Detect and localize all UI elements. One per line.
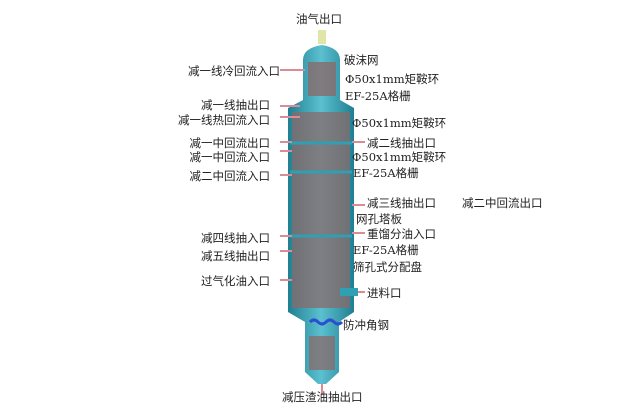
feed-nozzle xyxy=(340,288,358,296)
label-right: Φ50x1mm矩鞍环 xyxy=(352,116,447,130)
packing-bottom xyxy=(309,336,335,370)
label-left: 减一线冷回流入口 xyxy=(188,64,280,78)
label-bottom: 减压渣油抽出口 xyxy=(282,390,363,404)
label-right: EF-25A格栅 xyxy=(353,243,419,257)
label-left: 过气化油入口 xyxy=(201,274,270,288)
label-right: 破沫网 xyxy=(344,53,379,67)
label-right: Φ50x1mm矩鞍环 xyxy=(345,72,440,86)
label-right: 筛孔式分配盘 xyxy=(353,260,422,274)
label-right: 防冲角钢 xyxy=(343,318,389,332)
label-left: 减二中回流入口 xyxy=(189,169,271,183)
label-left: 减一中回流出口 xyxy=(189,136,271,150)
packing-top xyxy=(308,62,336,96)
label-top: 油气出口 xyxy=(296,12,342,26)
label-right: EF-25A格栅 xyxy=(353,166,419,180)
label-right: 减二中回流出口 xyxy=(462,196,543,210)
label-right: 减三线抽出口 xyxy=(367,196,436,210)
label-right: 重馏分油入口 xyxy=(367,227,436,241)
arrows xyxy=(280,69,365,395)
label-left: 减四线抽入口 xyxy=(201,231,270,245)
top-vapor-outlet xyxy=(318,30,326,44)
label-right: 减二线抽出口 xyxy=(367,136,436,150)
packing-mid xyxy=(292,112,350,308)
label-right: 进料口 xyxy=(367,286,402,300)
label-left: 减五线抽出口 xyxy=(201,249,270,263)
label-right: EF-25A格栅 xyxy=(345,89,411,103)
label-left: 减一线抽出口 xyxy=(201,98,270,112)
label-right: 网孔塔板 xyxy=(356,212,402,226)
label-left: 减一中回流入口 xyxy=(189,150,271,164)
impingement-angle xyxy=(308,318,344,326)
label-left: 减一线热回流入口 xyxy=(178,113,270,127)
grids xyxy=(290,141,352,238)
label-right: Φ50x1mm矩鞍环 xyxy=(352,150,447,164)
